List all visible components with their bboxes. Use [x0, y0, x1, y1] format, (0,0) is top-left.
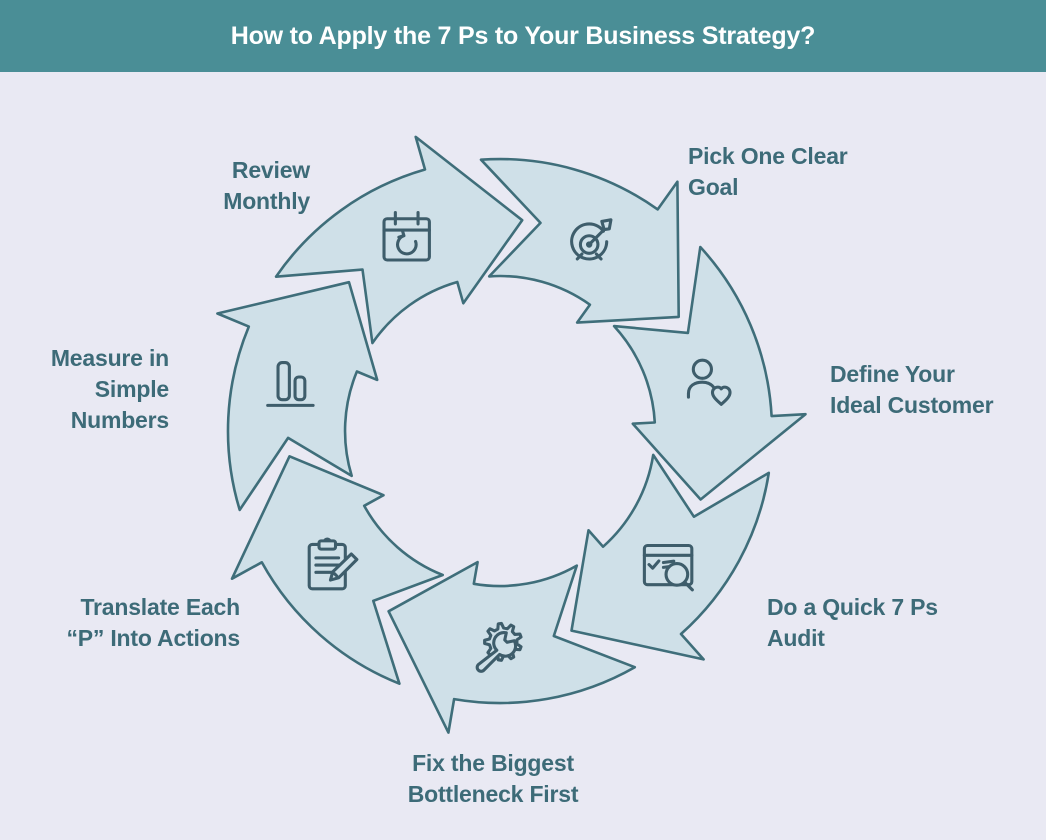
step-label-measure-simple-numbers: Measure in Simple Numbers [50, 345, 169, 433]
cycle-arrow-segment [216, 280, 379, 512]
step-label-translate-into-actions: Translate Each “P” Into Actions [66, 594, 240, 651]
step-label-pick-one-clear-goal: Pick One Clear Goal [688, 143, 848, 200]
cycle-arrow-segment [570, 453, 771, 661]
title-bar: How to Apply the 7 Ps to Your Business S… [0, 0, 1046, 72]
step-label-quick-7ps-audit: Do a Quick 7 Ps Audit [767, 594, 938, 651]
step-label-define-ideal-customer: Define Your Ideal Customer [830, 361, 994, 418]
page-title: How to Apply the 7 Ps to Your Business S… [230, 21, 816, 50]
step-label-review-monthly: Review Monthly [223, 157, 310, 214]
step-label-fix-biggest-bottleneck: Fix the Biggest Bottleneck First [407, 750, 579, 807]
